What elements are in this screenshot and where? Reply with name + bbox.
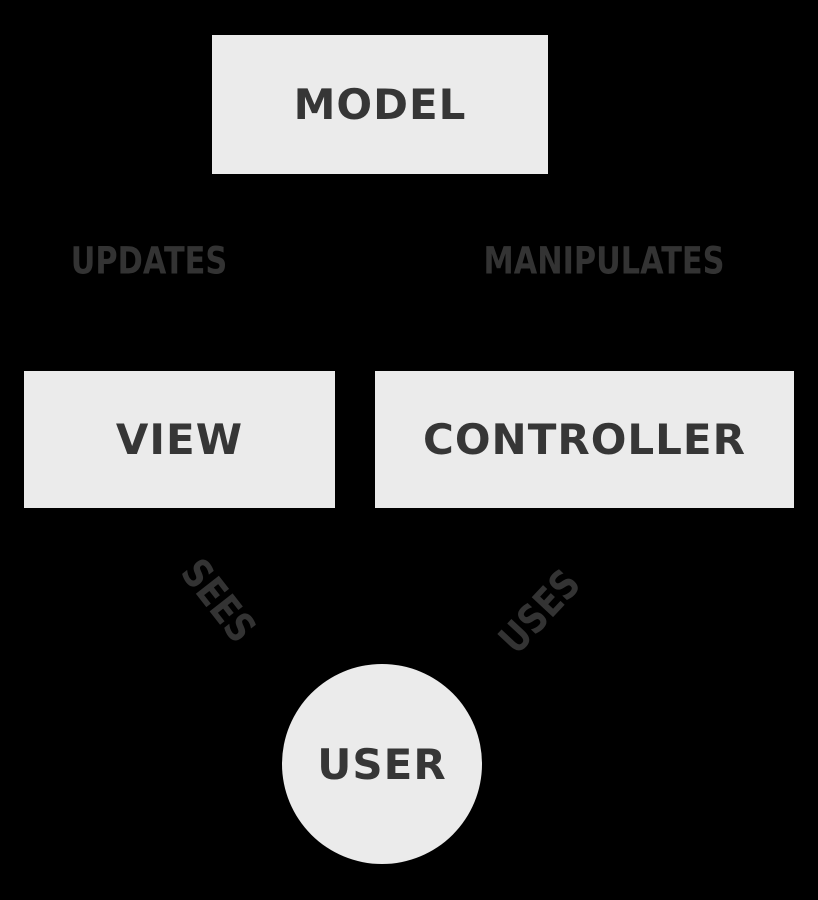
- node-view-label: VIEW: [115, 415, 244, 464]
- relation-label-sees-text: SEES: [171, 550, 265, 652]
- relation-label-manipulates: MANIPULATES: [457, 240, 751, 283]
- relation-label-uses: USES: [481, 561, 598, 663]
- node-controller: CONTROLLER: [375, 371, 794, 508]
- node-user-label: USER: [317, 739, 447, 789]
- node-user: USER: [282, 664, 482, 864]
- node-model-label: MODEL: [293, 80, 467, 129]
- node-model: MODEL: [212, 35, 548, 174]
- node-view: VIEW: [24, 371, 335, 508]
- node-controller-label: CONTROLLER: [423, 415, 746, 464]
- relation-label-sees: SEES: [162, 551, 274, 652]
- relation-label-updates: UPDATES: [54, 240, 245, 283]
- relation-label-manipulates-text: MANIPULATES: [483, 239, 725, 283]
- relation-label-uses-text: USES: [490, 561, 590, 663]
- relation-label-updates-text: UPDATES: [70, 239, 228, 283]
